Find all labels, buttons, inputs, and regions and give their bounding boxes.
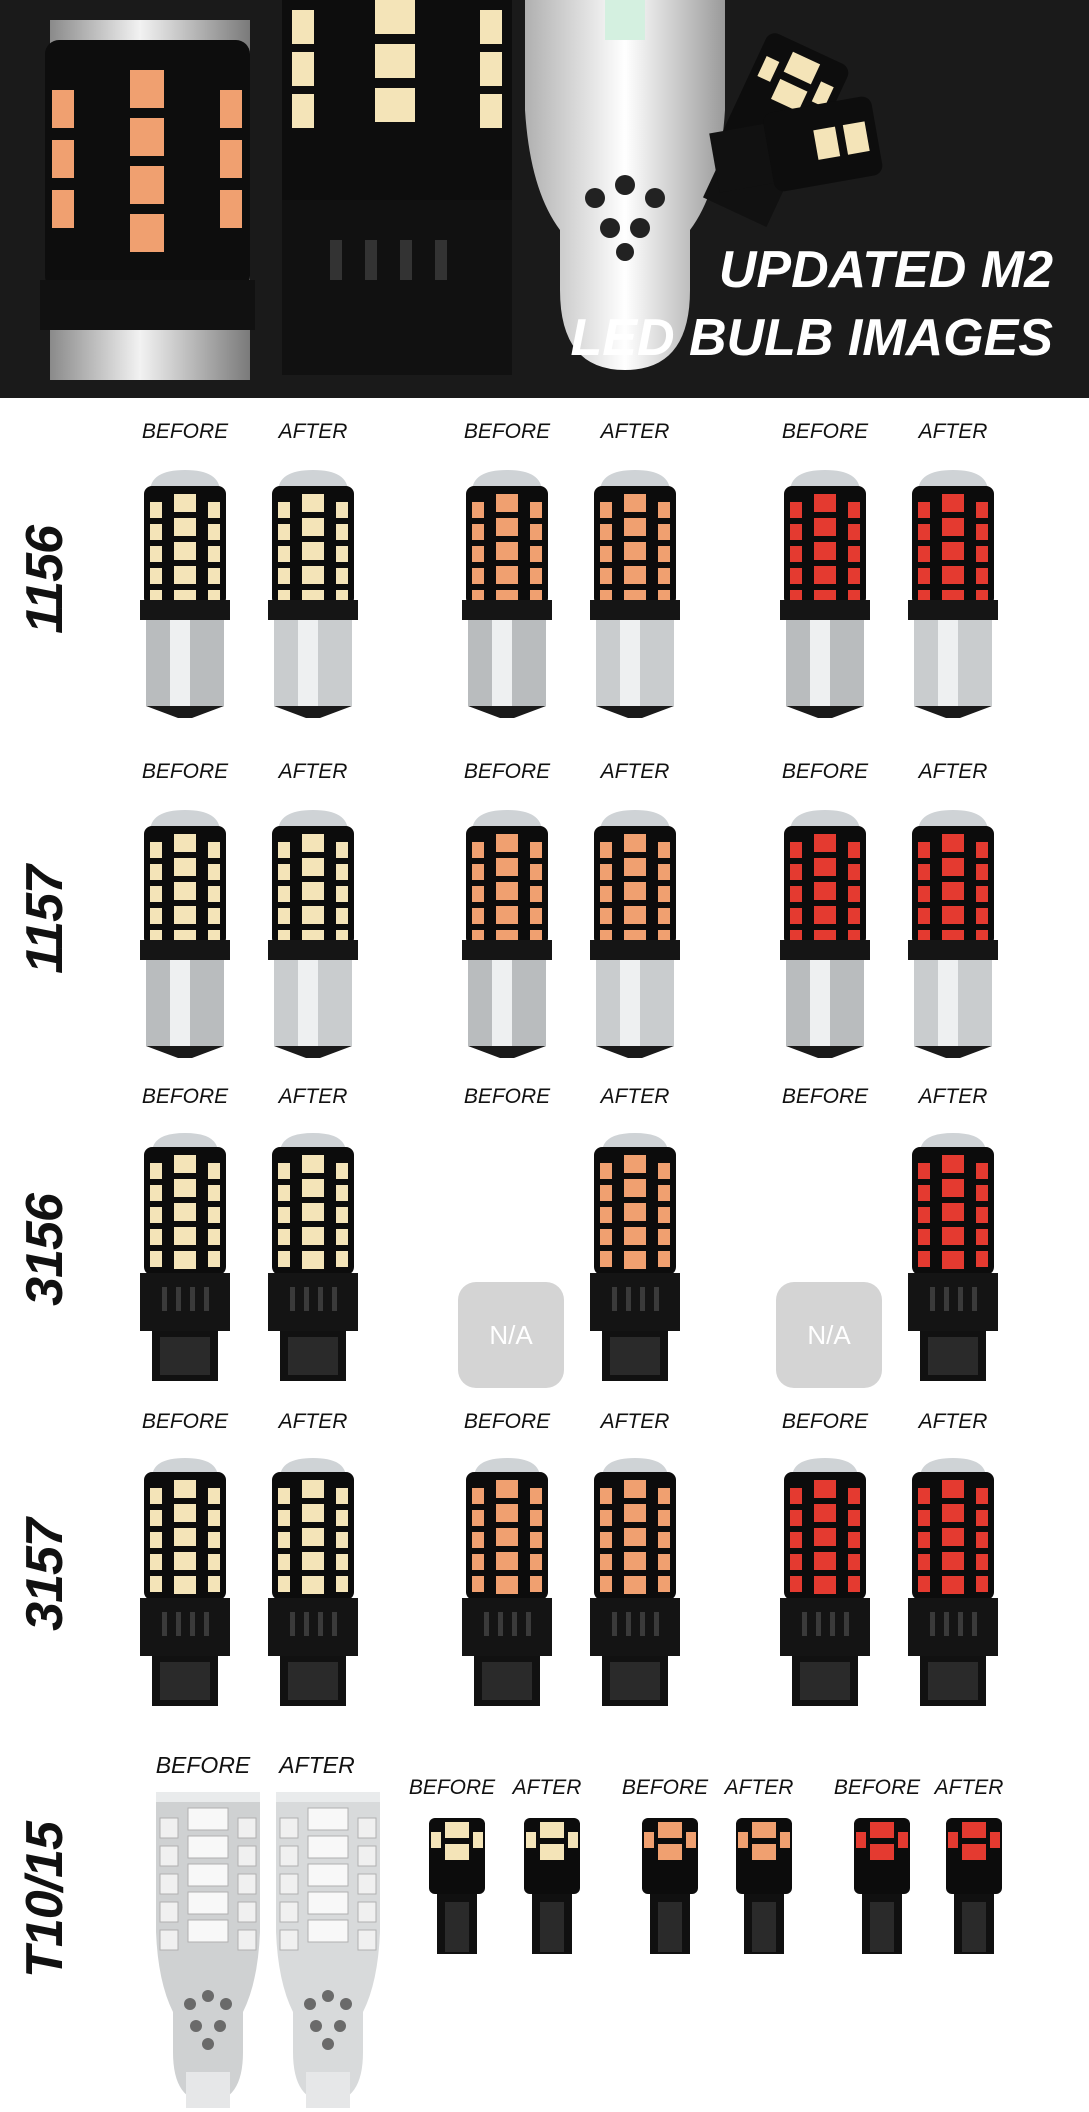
after-label-1157-amber: AFTER bbox=[600, 760, 670, 783]
after-label-1157-white: AFTER bbox=[278, 760, 348, 783]
after-label-t10-amber: AFTER bbox=[724, 1776, 794, 1799]
banner-title-line1: UPDATED M2 bbox=[718, 241, 1053, 299]
bulb-before-t15 bbox=[148, 1782, 268, 2112]
bulb-after-1156-white bbox=[268, 462, 358, 722]
bulb-after-t10-white bbox=[520, 1812, 584, 1962]
bulb-after-t10-red bbox=[942, 1812, 1006, 1962]
bulb-after-3157-white bbox=[268, 1452, 358, 1712]
bulb-before-t10-red bbox=[850, 1812, 914, 1962]
before-label-3157-white: BEFORE bbox=[141, 1410, 229, 1433]
bulb-before-3157-red bbox=[780, 1452, 870, 1712]
before-label-t10-red: BEFORE bbox=[833, 1776, 921, 1799]
after-label-3156-white: AFTER bbox=[278, 1085, 348, 1108]
bulb-before-t10-white bbox=[425, 1812, 489, 1962]
bulb-before-t10-amber bbox=[638, 1812, 702, 1962]
before-label-3156-amber: BEFORE bbox=[463, 1085, 551, 1108]
bulb-after-3156-amber bbox=[590, 1127, 680, 1387]
after-label-1157-red: AFTER bbox=[918, 760, 988, 783]
bulb-before-3156-white bbox=[140, 1127, 230, 1387]
bulb-before-1156-white bbox=[140, 462, 230, 722]
bulb-before-1157-amber bbox=[462, 802, 552, 1062]
row-label-3157: 3157 bbox=[16, 1519, 74, 1631]
before-label-3157-amber: BEFORE bbox=[463, 1410, 551, 1433]
na-placeholder-3156-amber: N/A bbox=[458, 1282, 564, 1388]
after-label-1156-amber: AFTER bbox=[600, 420, 670, 443]
before-label-1157-red: BEFORE bbox=[781, 760, 869, 783]
bulb-after-1156-amber bbox=[590, 462, 680, 722]
before-label-t10-white: BEFORE bbox=[408, 1776, 496, 1799]
before-label-3156-red: BEFORE bbox=[781, 1085, 869, 1108]
bulb-after-3156-red bbox=[908, 1127, 998, 1387]
after-label-1156-red: AFTER bbox=[918, 420, 988, 443]
banner-title-line2: LED BULB IMAGES bbox=[570, 309, 1053, 367]
before-label-1157-white: BEFORE bbox=[141, 760, 229, 783]
bulb-before-1157-white bbox=[140, 802, 230, 1062]
before-label-3156-white: BEFORE bbox=[141, 1085, 229, 1108]
banner-bulbs-illustration bbox=[40, 0, 883, 380]
bulb-before-3157-white bbox=[140, 1452, 230, 1712]
header-banner: UPDATED M2 LED BULB IMAGES bbox=[0, 0, 1089, 398]
before-label-3157-red: BEFORE bbox=[781, 1410, 869, 1433]
bulb-after-3157-amber bbox=[590, 1452, 680, 1712]
bulb-after-t10-amber bbox=[732, 1812, 796, 1962]
before-label-t10-amber: BEFORE bbox=[621, 1776, 709, 1799]
before-label-1156-red: BEFORE bbox=[781, 420, 869, 443]
before-label-t15: BEFORE bbox=[155, 1752, 251, 1778]
after-label-3157-amber: AFTER bbox=[600, 1410, 670, 1433]
after-label-t10-red: AFTER bbox=[934, 1776, 1004, 1799]
before-label-1156-amber: BEFORE bbox=[463, 420, 551, 443]
bulb-after-1157-red bbox=[908, 802, 998, 1062]
before-label-1156-white: BEFORE bbox=[141, 420, 229, 443]
bulb-before-1157-red bbox=[780, 802, 870, 1062]
after-label-3157-white: AFTER bbox=[278, 1410, 348, 1433]
bulb-after-1157-amber bbox=[590, 802, 680, 1062]
row-label-1156: 1156 bbox=[16, 526, 75, 634]
bulb-before-1156-amber bbox=[462, 462, 552, 722]
row-label-1157: 1157 bbox=[16, 866, 75, 974]
bulb-before-3157-amber bbox=[462, 1452, 552, 1712]
row-label-3156: 3156 bbox=[16, 1194, 74, 1306]
bulb-before-1156-red bbox=[780, 462, 870, 722]
bulb-after-3157-red bbox=[908, 1452, 998, 1712]
before-label-1157-amber: BEFORE bbox=[463, 760, 551, 783]
after-label-3156-amber: AFTER bbox=[600, 1085, 670, 1108]
after-label-3157-red: AFTER bbox=[918, 1410, 988, 1433]
na-placeholder-3156-red: N/A bbox=[776, 1282, 882, 1388]
after-label-1156-white: AFTER bbox=[278, 420, 348, 443]
bulb-after-1157-white bbox=[268, 802, 358, 1062]
banner-title: UPDATED M2 LED BULB IMAGES bbox=[571, 236, 1053, 372]
after-label-t10-white: AFTER bbox=[512, 1776, 582, 1799]
after-label-t15: AFTER bbox=[279, 1752, 355, 1778]
row-label-t10-15: T10/15 bbox=[16, 1822, 75, 1978]
bulb-after-t15 bbox=[268, 1782, 388, 2112]
bulb-after-3156-white bbox=[268, 1127, 358, 1387]
after-label-3156-red: AFTER bbox=[918, 1085, 988, 1108]
bulb-after-1156-red bbox=[908, 462, 998, 722]
